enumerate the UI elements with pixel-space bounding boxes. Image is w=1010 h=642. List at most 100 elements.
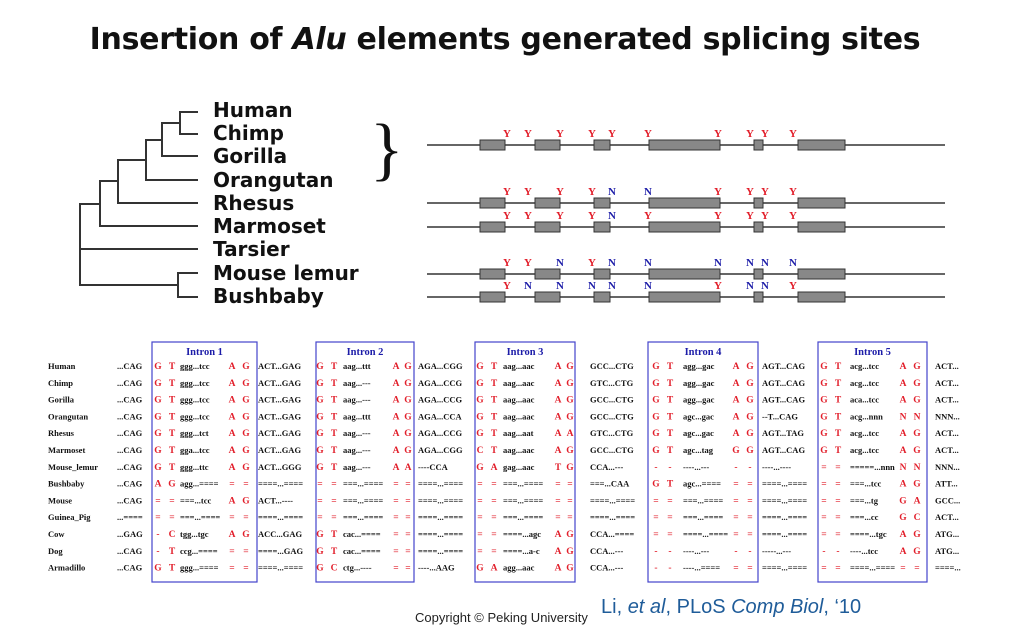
splice-nucleotide: G bbox=[316, 429, 324, 439]
splice-nucleotide: A bbox=[555, 564, 562, 574]
splice-nucleotide: G bbox=[476, 429, 484, 439]
splice-nucleotide: A bbox=[393, 412, 400, 422]
sequence-segment: acg...tcc bbox=[850, 361, 879, 371]
splice-mark: Y bbox=[556, 128, 564, 140]
splice-nucleotide: = bbox=[747, 564, 752, 574]
splice-nucleotide: = bbox=[393, 496, 398, 506]
splice-nucleotide: T bbox=[331, 429, 338, 439]
splice-nucleotide: A bbox=[229, 412, 236, 422]
splice-nucleotide: = bbox=[567, 480, 572, 490]
sequence-segment: ACT...GAG bbox=[258, 428, 301, 438]
exon-box bbox=[479, 291, 506, 303]
sequence-segment: ACT... bbox=[935, 395, 959, 405]
splice-nucleotide: T bbox=[169, 362, 176, 372]
splice-nucleotide: T bbox=[667, 396, 674, 406]
sequence-segment: ====...==== bbox=[762, 529, 807, 539]
splice-nucleotide: G bbox=[566, 564, 574, 574]
splice-nucleotide: T bbox=[667, 480, 674, 490]
sequence-segment: NNN... bbox=[935, 462, 960, 472]
splice-nucleotide: G bbox=[154, 463, 162, 473]
exon-box bbox=[753, 268, 764, 280]
sequence-segment: ====...==== bbox=[850, 563, 895, 573]
exon-box bbox=[593, 197, 611, 209]
exon-box bbox=[648, 221, 721, 233]
splice-nucleotide: G bbox=[316, 412, 324, 422]
splice-nucleotide: T bbox=[555, 463, 562, 473]
splice-nucleotide: G bbox=[476, 564, 484, 574]
exon-box bbox=[534, 221, 561, 233]
sequence-segment: agg...gac bbox=[683, 378, 715, 388]
splice-nucleotide: A bbox=[555, 446, 562, 456]
exon-box bbox=[753, 197, 764, 209]
sequence-segment: CCA...--- bbox=[590, 546, 623, 556]
splice-nucleotide: A bbox=[900, 480, 907, 490]
exon-box bbox=[797, 197, 846, 209]
splice-mark: Y bbox=[503, 280, 511, 292]
splice-mark: Y bbox=[556, 210, 564, 222]
splice-nucleotide: = bbox=[393, 513, 398, 523]
splice-mark: Y bbox=[588, 186, 596, 198]
splice-nucleotide: = bbox=[835, 496, 840, 506]
splice-mark: N bbox=[556, 257, 564, 269]
sequence-segment: ====...==== bbox=[683, 529, 728, 539]
splice-nucleotide: T bbox=[491, 396, 498, 406]
sequence-segment: ====...==== bbox=[418, 529, 463, 539]
splice-nucleotide: T bbox=[835, 412, 842, 422]
sequence-segment: aag...--- bbox=[343, 378, 371, 388]
sequence-segment: GTC...CTG bbox=[590, 428, 634, 438]
splice-nucleotide: = bbox=[477, 547, 482, 557]
splice-nucleotide: G bbox=[154, 429, 162, 439]
splice-nucleotide: G bbox=[154, 362, 162, 372]
splice-nucleotide: T bbox=[491, 429, 498, 439]
splice-nucleotide: = bbox=[567, 513, 572, 523]
splice-nucleotide: A bbox=[229, 429, 236, 439]
sequence-segment: aag...aac bbox=[503, 361, 535, 371]
sequence-segment: ----...--- bbox=[683, 462, 709, 472]
sequence-segment: agc...==== bbox=[683, 479, 721, 489]
splice-nucleotide: G bbox=[652, 396, 660, 406]
sequence-segment: ===...cc bbox=[850, 512, 879, 522]
splice-nucleotide: G bbox=[913, 429, 921, 439]
splice-mark: Y bbox=[524, 128, 532, 140]
sequence-segment: ...CAG bbox=[117, 445, 143, 455]
splice-nucleotide: G bbox=[652, 379, 660, 389]
splice-nucleotide: A bbox=[155, 480, 162, 490]
splice-nucleotide: G bbox=[154, 412, 162, 422]
splice-nucleotide: G bbox=[242, 396, 250, 406]
sequence-segment: ggg...tct bbox=[180, 428, 209, 438]
phylogenetic-tree bbox=[79, 111, 198, 298]
species-name: Chimp bbox=[48, 378, 73, 388]
splice-mark: Y bbox=[746, 210, 754, 222]
splice-nucleotide: = bbox=[835, 463, 840, 473]
sequence-segment: agc...gac bbox=[683, 411, 714, 421]
splice-nucleotide: G bbox=[316, 362, 324, 372]
splice-nucleotide: T bbox=[169, 379, 176, 389]
sequence-segment: aag...--- bbox=[343, 428, 371, 438]
splice-nucleotide: T bbox=[169, 564, 176, 574]
sequence-segment: ===...==== bbox=[180, 512, 220, 522]
sequence-segment: ====...tgc bbox=[850, 529, 887, 539]
splice-nucleotide: = bbox=[155, 496, 160, 506]
species-name: Bushbaby bbox=[48, 479, 85, 489]
sequence-segment: tgg...tgc bbox=[180, 529, 209, 539]
splice-nucleotide: A bbox=[555, 530, 562, 540]
splice-nucleotide: G bbox=[899, 496, 907, 506]
exon-box bbox=[648, 268, 721, 280]
species-name: Armadillo bbox=[48, 563, 85, 573]
splice-nucleotide: = bbox=[747, 480, 752, 490]
splice-mark: N bbox=[608, 257, 616, 269]
sequence-segment: ACT...GAG bbox=[258, 361, 301, 371]
exon-box bbox=[797, 139, 846, 151]
splice-nucleotide: G bbox=[316, 564, 324, 574]
group-brace: } bbox=[370, 111, 404, 188]
splice-nucleotide: = bbox=[169, 496, 174, 506]
splice-mark: Y bbox=[588, 128, 596, 140]
splice-mark: N bbox=[714, 257, 722, 269]
species-label: Gorilla bbox=[213, 144, 288, 168]
splice-nucleotide: = bbox=[229, 564, 234, 574]
